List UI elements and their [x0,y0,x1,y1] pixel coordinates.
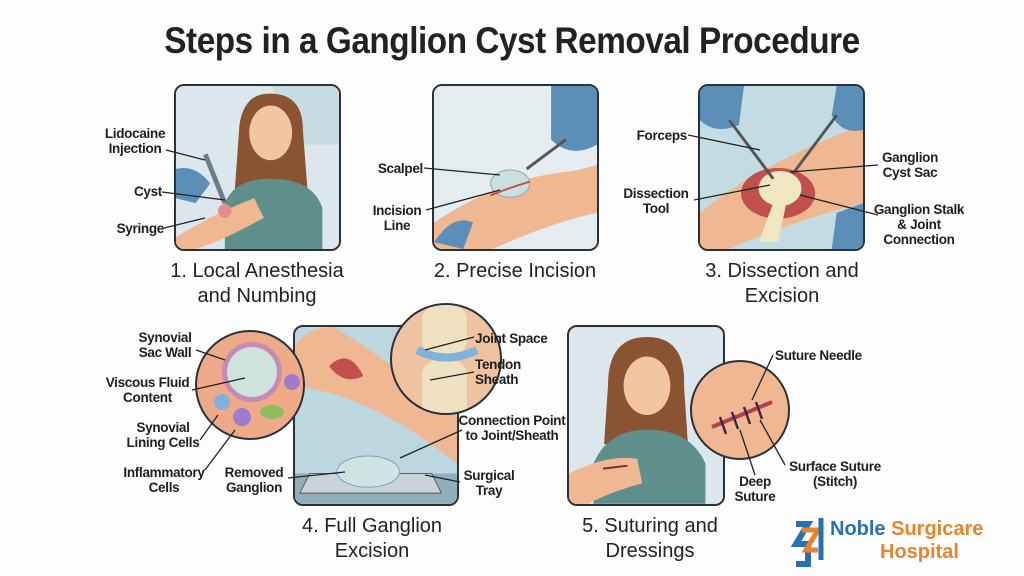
label-scalpel: Scalpel [377,161,423,176]
label-joint-space: Joint Space [475,331,548,346]
suture-closeup [690,360,790,460]
label-viscous-fluid-content: Viscous Fluid Content [105,375,190,405]
caption-line: 2. Precise Incision [433,260,597,282]
caption-line: Dressings [605,540,695,562]
label-synovial-lining-cells: Synovial Lining Cells [126,420,200,450]
caption-line: 5. Suturing and [582,515,718,537]
caption-line: Excision [334,540,410,562]
label-connection-point: Connection Point to Joint/Sheath [458,413,566,443]
caption-line: 1. Local Anesthesia [170,260,344,282]
label-dissection-tool: Dissection Tool [623,186,689,216]
logo-word: Noble [830,518,886,540]
caption-line: and Numbing [197,285,317,307]
label-surgical-tray: Surgical Tray [463,468,515,498]
label-ganglion-stalk: Ganglion Stalk & Joint Connection [873,202,965,247]
label-surface-suture: Surface Suture (Stitch) [789,459,881,489]
label-tendon-sheath: Tendon Sheath [475,357,521,387]
step1-illustration [174,84,341,251]
step1-caption: 1. Local Anesthesia and Numbing [137,259,377,309]
synovial-sac-closeup [195,330,305,440]
label-incision-line: Incision Line [372,203,422,233]
label-inflammatory-cells: Inflammatory Cells [123,465,205,495]
label-suture-needle: Suture Needle [775,348,862,363]
logo-text-line2: Hospital [880,541,959,563]
step2-caption: 2. Precise Incision [395,259,635,284]
label-deep-suture: Deep Suture [734,474,776,504]
hospital-logo: Noble Surgicare Hospital [788,514,1018,572]
caption-line: 4. Full Ganglion [301,515,443,537]
step3-illustration [698,84,865,251]
page-title: Steps in a Ganglion Cyst Removal Procedu… [164,20,860,61]
label-synovial-sac-wall: Synovial Sac Wall [138,330,192,360]
label-forceps: Forceps [636,128,688,143]
logo-word: Surgicare [891,518,984,540]
label-lidocaine-injection: Lidocaine Injection [104,126,166,156]
label-removed-ganglion: Removed Ganglion [224,465,284,495]
label-cyst: Cyst [133,184,162,199]
logo-mark-icon [790,518,824,567]
caption-line: 3. Dissection and [705,260,859,282]
caption-line: Excision [744,285,820,307]
logo-text-line1: Noble Surgicare [830,518,983,541]
step2-illustration [432,84,599,251]
label-syringe: Syringe [116,221,165,236]
label-ganglion-cyst-sac: Ganglion Cyst Sac [881,150,939,180]
